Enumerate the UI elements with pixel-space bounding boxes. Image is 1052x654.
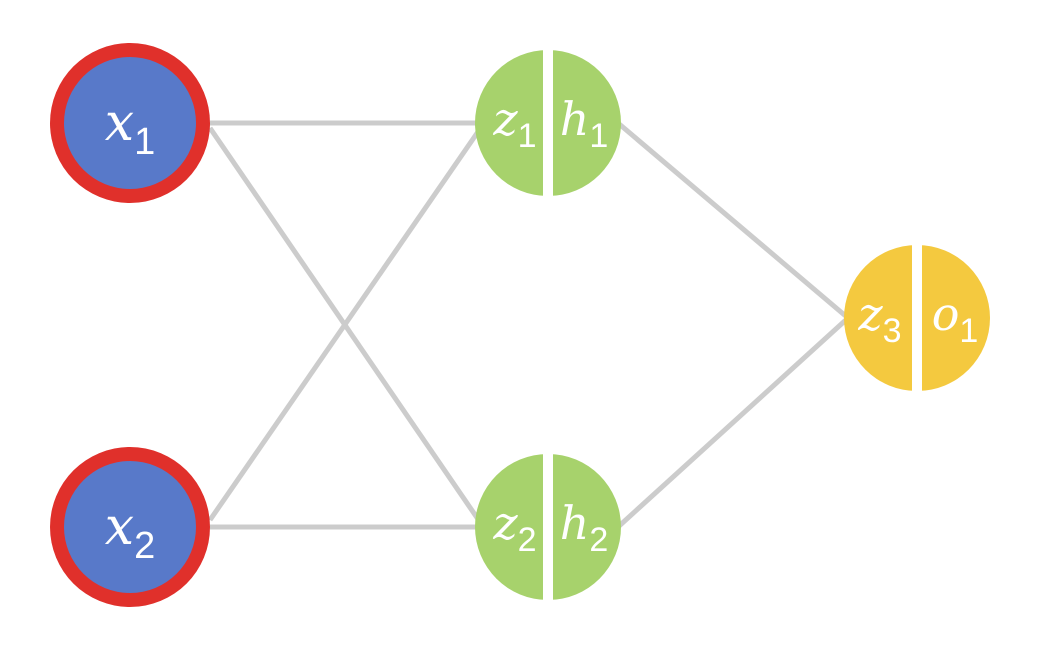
activation-var: h [560,496,590,550]
output-node-left-label: z3 [857,287,901,350]
hidden-node-left-label: z2 [492,496,536,559]
activation-var: h [560,92,590,146]
weighted-sum-subscript: 2 [518,521,537,559]
edge-h1-o1 [616,121,850,320]
output-var: o [932,287,960,341]
hidden-node-right-label: h2 [560,496,609,559]
input-node-fill [64,461,196,593]
activation-subscript: 2 [589,521,608,559]
hidden-node-left-label: z1 [492,92,536,155]
node-divider [543,452,553,602]
input-var: x [105,497,134,557]
hidden-node-2: z2 h2 [475,452,621,602]
weighted-sum-subscript: 3 [883,312,902,350]
weighted-sum-subscript: 1 [518,117,537,155]
input-subscript: 1 [134,121,155,163]
weighted-sum-var: z [492,92,518,146]
output-subscript: 1 [959,312,978,350]
input-var: x [105,93,134,153]
activation-subscript: 1 [589,117,608,155]
node-divider [912,243,922,393]
connections [207,120,850,530]
weighted-sum-var: z [492,496,518,550]
output-node-1: z3 o1 [844,243,990,393]
edge-x2-h1 [207,124,485,522]
hidden-node-1: z1 h1 [475,48,621,198]
edge-h2-o1 [616,316,850,529]
input-node-label: x2 [105,497,155,567]
output-node-right-label: o1 [932,287,979,350]
weighted-sum-var: z [857,287,883,341]
input-node-fill [64,57,196,189]
input-node-x2: x2 [50,447,210,607]
hidden-node-right-label: h1 [560,92,609,155]
input-node-x1: x1 [50,43,210,203]
node-divider [543,48,553,198]
input-subscript: 2 [134,525,155,567]
input-node-label: x1 [105,93,155,163]
